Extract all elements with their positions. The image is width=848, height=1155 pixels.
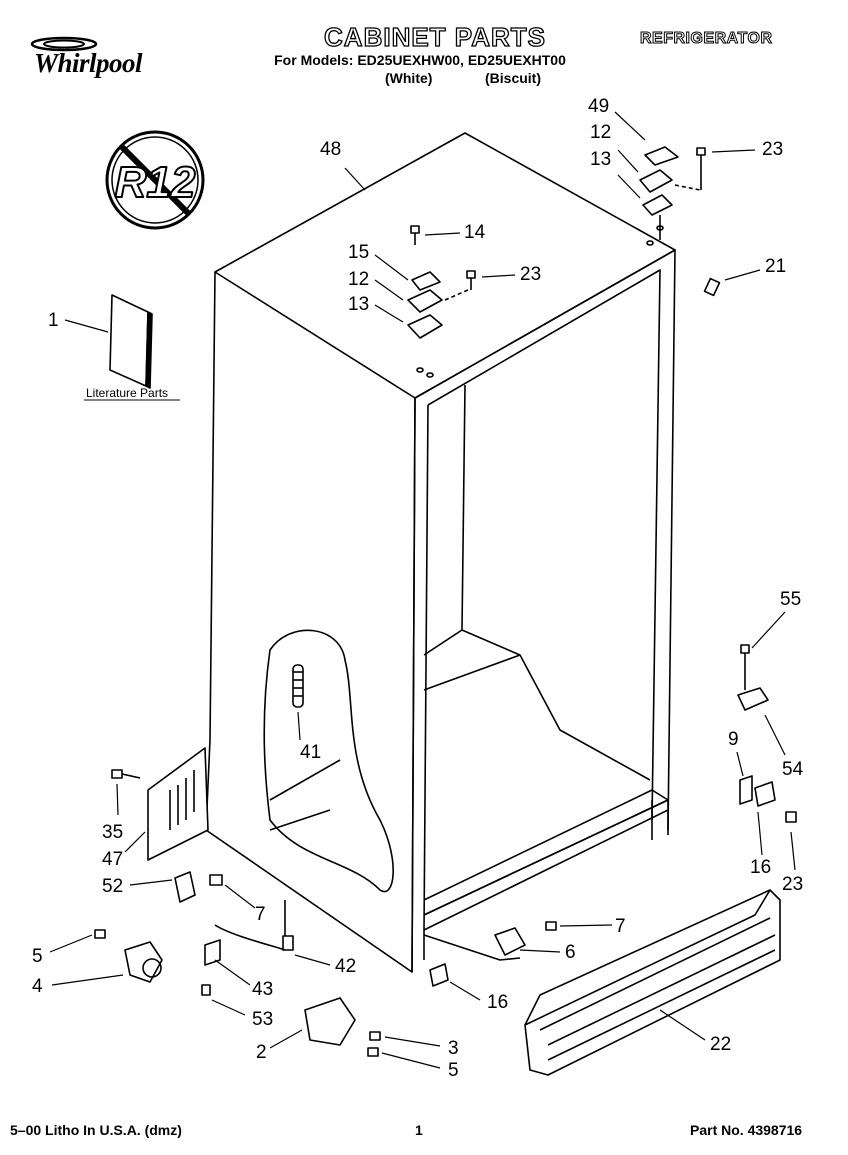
callout-54: 54 [782,759,804,780]
callout-16-right: 16 [750,857,771,878]
callout-42: 42 [335,956,356,977]
badge-text: R12 [115,158,196,207]
models-line: For Models: ED25UEXHW00, ED25UEXHT00 [274,52,566,68]
cabinet-outline [205,132,676,973]
footer-page-number: 1 [415,1122,423,1138]
callout-22: 22 [710,1034,731,1055]
footer-litho: 5–00 Litho In U.S.A. (dmz) [10,1122,182,1138]
callout-35: 35 [102,822,123,843]
callout-2: 2 [256,1042,267,1063]
callout-52: 52 [102,876,123,897]
page-title: CABINET PARTS [323,21,546,52]
callout-7-right: 7 [615,916,626,937]
lower-middle-parts [304,921,557,1057]
callout-47: 47 [102,849,123,870]
top-hinge-left [407,225,476,339]
callout-5-left: 5 [32,946,43,967]
part-22-grille [524,889,781,1076]
whirlpool-swirl-icon [30,36,98,52]
callout-16-bottom: 16 [487,992,508,1013]
literature-booklet [84,294,180,401]
variant-biscuit: (Biscuit) [485,70,541,86]
callout-1: 1 [48,310,59,331]
callout-6: 6 [565,942,576,963]
callout-23-lower-right: 23 [782,874,803,895]
variant-white: (White) [385,70,433,86]
callout-48: 48 [320,139,341,160]
top-hinge-right [639,146,721,297]
lower-left-parts [94,871,294,996]
part-47-bracket [111,747,209,861]
callout-23-top-right: 23 [762,139,783,160]
appliance-label: REFRIGERATOR [640,30,773,48]
whirlpool-logo: Whirlpool [14,30,174,90]
callout-12-top-right: 12 [590,122,611,143]
callout-43: 43 [252,979,273,1000]
callout-49: 49 [588,96,609,117]
callout-9: 9 [728,729,739,750]
callout-7-left: 7 [255,904,266,925]
brand-name: Whirlpool [34,48,143,78]
footer-part-number: Part No. 4398716 [690,1122,803,1138]
callout-5-bottom: 5 [448,1060,459,1081]
literature-parts-label: Literature Parts [86,386,169,400]
callout-13-top-left: 13 [348,294,369,315]
no-r12-badge: R12 [105,130,205,230]
callout-4: 4 [32,976,43,997]
callout-55: 55 [780,589,801,610]
callout-12-top-left: 12 [348,269,369,290]
leader-lines [49,111,796,1069]
part-54-hinge [737,644,797,823]
part-41-spring [292,664,304,708]
callout-41: 41 [300,742,321,763]
callout-13-top-right: 13 [590,149,611,170]
callout-14: 14 [464,222,486,243]
callout-21: 21 [765,256,786,277]
callout-15: 15 [348,242,369,263]
callout-53: 53 [252,1009,273,1030]
callout-23-top-mid: 23 [520,264,541,285]
callout-3: 3 [448,1038,459,1059]
